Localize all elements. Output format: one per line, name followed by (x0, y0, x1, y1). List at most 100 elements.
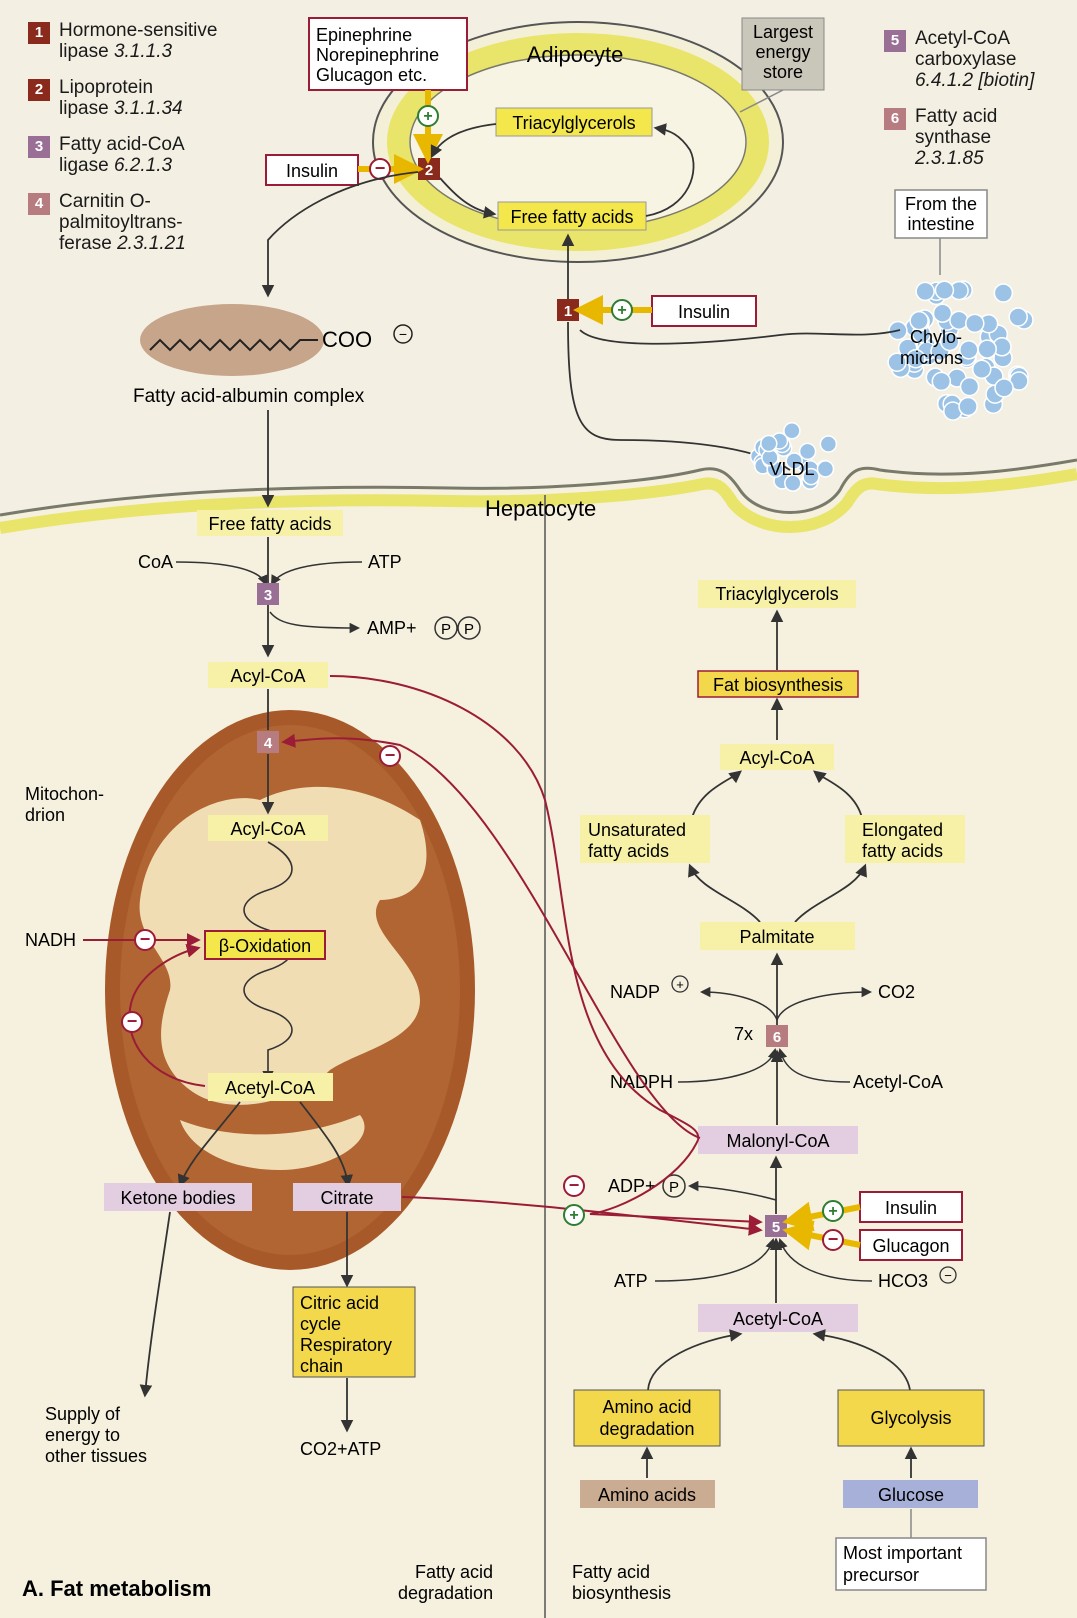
mitochondrion-label-1: Mitochon- (25, 784, 104, 804)
mitochondrion-label-2: drion (25, 805, 65, 825)
lipoprotein-particle (978, 340, 996, 358)
acylcoa-mito-label: Acyl-CoA (230, 819, 305, 839)
hepatocyte-label: Hepatocyte (485, 496, 596, 521)
phosphate-label: P (669, 1179, 679, 1196)
palmitate-label: Palmitate (739, 927, 814, 947)
svg-text:−: − (385, 745, 396, 765)
degradation-caption-1: Fatty acid (415, 1562, 493, 1582)
chylomicrons-label-2: microns (900, 348, 963, 368)
biosynthesis-caption-1: Fatty acid (572, 1562, 650, 1582)
chylomicron-to-lpl-line (580, 330, 900, 344)
enzyme-5-number: 5 (772, 1219, 780, 1236)
adp-label: ADP+ (608, 1176, 656, 1196)
hep-tag-label: Triacylglycerols (715, 584, 838, 604)
amp-label: AMP+ (367, 618, 417, 638)
lipoprotein-particle (935, 281, 953, 299)
from-intestine-line1: From the (905, 194, 977, 214)
unsat-line1: Unsaturated (588, 820, 686, 840)
atp-label-acc: ATP (614, 1271, 648, 1291)
atp-label-ligase: ATP (368, 552, 402, 572)
lipoprotein-particle (1009, 308, 1027, 326)
hormone-norepinephrine: Norepinephrine (316, 45, 439, 65)
tca-line3: Respiratory (300, 1335, 392, 1355)
chylomicrons-label-1: Chylo- (910, 327, 962, 347)
svg-text:+: + (676, 977, 684, 992)
lipoprotein-particle (916, 282, 934, 300)
lipoprotein-particle (995, 379, 1013, 397)
hormone-glucagon: Glucagon etc. (316, 65, 427, 85)
svg-text:−: − (375, 158, 386, 178)
chylomicrons-cluster: Chylo- microns (888, 281, 1033, 420)
svg-text:+: + (828, 1203, 837, 1220)
citrate-label: Citrate (320, 1188, 373, 1208)
enzyme-6-number: 6 (773, 1029, 781, 1046)
nadp-label: NADP (610, 982, 660, 1002)
lipoprotein-particle (932, 372, 950, 390)
tca-line4: chain (300, 1356, 343, 1376)
amino-acids-label: Amino acids (598, 1485, 696, 1505)
amino-deg-line1: Amino acid (602, 1397, 691, 1417)
svg-text:−: − (140, 929, 151, 949)
adipocyte-label: Adipocyte (527, 42, 624, 67)
precursor-line2: precursor (843, 1565, 919, 1585)
adipocyte-ffa-label: Free fatty acids (510, 207, 633, 227)
beta-oxidation-label: β-Oxidation (219, 936, 311, 956)
precursor-line1: Most important (843, 1543, 962, 1563)
albumin-shape (140, 304, 324, 376)
figure-title: A. Fat metabolism (22, 1576, 211, 1601)
coa-label: CoA (138, 552, 173, 572)
tca-line2: cycle (300, 1314, 341, 1334)
insulin-label-acc: Insulin (885, 1198, 937, 1218)
supply-line3: other tissues (45, 1446, 147, 1466)
enzyme-4-number: 4 (264, 735, 273, 752)
svg-text:+: + (423, 108, 432, 125)
amino-deg-line2: degradation (599, 1419, 694, 1439)
lipoprotein-particle (961, 378, 979, 396)
lipoprotein-particle (784, 423, 800, 439)
glucagon-label-acc: Glucagon (872, 1236, 949, 1256)
hep-ffa-label: Free fatty acids (208, 514, 331, 534)
fat-biosynthesis-label: Fat biosynthesis (713, 675, 843, 695)
lipoprotein-particle (761, 436, 777, 452)
tca-line1: Citric acid (300, 1293, 379, 1313)
vldl-cluster: VLDL (751, 423, 837, 491)
largest-store-line2: energy (755, 42, 810, 62)
co2-atp-label: CO2+ATP (300, 1439, 381, 1459)
lipoprotein-particle (817, 461, 833, 477)
elong-line2: fatty acids (862, 841, 943, 861)
carboxylate-label: COO (322, 327, 372, 352)
supply-line2: energy to (45, 1425, 120, 1445)
glycolysis-label: Glycolysis (870, 1408, 951, 1428)
lipoprotein-particle (966, 314, 984, 332)
svg-text:−: − (127, 1011, 138, 1031)
svg-text:−: − (944, 1268, 952, 1283)
elong-line1: Elongated (862, 820, 943, 840)
acylcoa-bio-label: Acyl-CoA (739, 748, 814, 768)
phosphate-label: P (441, 621, 451, 638)
acylcoa-cyto-label: Acyl-CoA (230, 666, 305, 686)
lipoprotein-particle (959, 397, 977, 415)
lipoprotein-particle (973, 360, 991, 378)
svg-text:−: − (399, 326, 407, 342)
unsat-line2: fatty acids (588, 841, 669, 861)
lipoprotein-particle (820, 436, 836, 452)
lipoprotein-particle (800, 443, 816, 459)
insulin-label-adipocyte: Insulin (286, 161, 338, 181)
phosphate-label: P (464, 621, 474, 638)
svg-text:−: − (569, 1175, 580, 1195)
enzyme-1-number: 1 (564, 303, 572, 320)
svg-text:+: + (569, 1207, 578, 1224)
nadh-label: NADH (25, 930, 76, 950)
seven-x-label: 7x (734, 1024, 753, 1044)
svg-text:+: + (617, 302, 626, 319)
from-intestine-line2: intestine (907, 214, 974, 234)
glucose-label: Glucose (878, 1485, 944, 1505)
largest-store-line3: store (763, 62, 803, 82)
enzyme-2-number: 2 (425, 162, 433, 179)
hco3-label: HCO3 (878, 1271, 928, 1291)
enzyme-3-number: 3 (264, 587, 272, 604)
adipocyte-triacylglycerols-label: Triacylglycerols (512, 113, 635, 133)
largest-store-line1: Largest (753, 22, 813, 42)
ketone-label: Ketone bodies (120, 1188, 235, 1208)
supply-line1: Supply of (45, 1404, 121, 1424)
